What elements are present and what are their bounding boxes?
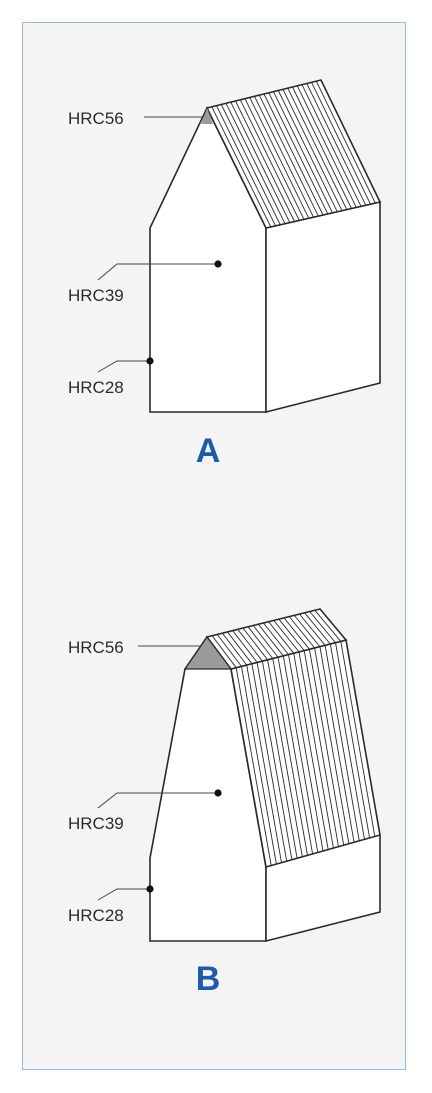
hatch-line — [258, 624, 284, 657]
hatch-line — [263, 622, 289, 655]
hatch-line — [227, 631, 253, 664]
hatch-line — [314, 610, 342, 642]
hatch-line — [247, 626, 274, 659]
hatch-line — [311, 82, 371, 205]
hatch-line — [268, 92, 329, 215]
label-base-b: HRC28 — [68, 906, 124, 925]
hatch-line — [249, 97, 310, 219]
hatch-line — [254, 96, 314, 218]
hatch-line — [272, 658, 308, 856]
hatch-line — [261, 661, 298, 859]
label-middle-b: HRC39 — [68, 814, 124, 833]
hatch-line — [304, 612, 331, 645]
hatch-line — [282, 655, 319, 853]
hatch-line — [239, 99, 300, 221]
hatch-line — [277, 90, 338, 212]
hatch-line — [216, 634, 242, 667]
leader-middle-a — [97, 263, 218, 281]
figure-letter-b: B — [196, 960, 221, 998]
roof-hatching-a — [211, 81, 376, 228]
hatch-line — [258, 95, 319, 217]
hardening-boundary-b — [265, 834, 381, 868]
hatch-line — [242, 627, 268, 661]
side-hatching-b — [211, 610, 376, 866]
hatch-line — [299, 613, 326, 646]
point-middle-a — [214, 260, 222, 268]
hatch-line — [252, 625, 279, 658]
leader-base-a — [97, 360, 150, 373]
hatch-line — [244, 98, 305, 220]
hatch-line — [293, 615, 321, 647]
hatch-line — [251, 663, 288, 862]
hatch-line — [237, 629, 263, 662]
hatch-line — [293, 653, 329, 850]
hardened-tip-a — [201, 108, 213, 124]
hatch-line — [340, 641, 376, 837]
hatch-line — [303, 650, 339, 847]
side-face-a — [265, 200, 381, 414]
hatch-line — [288, 654, 324, 852]
hatch-line — [211, 635, 237, 668]
hatch-line — [267, 659, 303, 857]
hatch-line — [324, 645, 360, 841]
hatch-line — [273, 620, 300, 653]
figure-b — [149, 608, 381, 943]
hatch-line — [292, 86, 352, 209]
hatch-line — [298, 651, 334, 849]
hatch-line — [283, 617, 310, 650]
hatch-line — [315, 81, 376, 204]
hatch-line — [287, 88, 348, 210]
hatch-line — [268, 621, 295, 654]
hatch-line — [278, 618, 305, 651]
point-base-b — [146, 885, 154, 893]
hatch-line — [306, 83, 367, 206]
hatch-line — [235, 100, 295, 222]
hatch-line — [225, 103, 286, 224]
hatch-line — [329, 643, 365, 840]
leader-base-b — [97, 888, 150, 901]
hatch-line — [314, 647, 350, 844]
hatch-line — [277, 657, 314, 854]
figure-letter-a: A — [196, 432, 221, 470]
label-middle-a: HRC39 — [68, 286, 124, 305]
figure-a — [149, 79, 382, 414]
hatch-line — [211, 106, 272, 228]
hatch-line — [282, 89, 343, 211]
leaders-b — [97, 645, 218, 901]
point-middle-b — [214, 789, 222, 797]
hatch-line — [288, 616, 315, 649]
hatch-line — [230, 102, 291, 223]
leaders-a — [97, 116, 218, 373]
hatch-line — [246, 664, 282, 863]
hatch-line — [263, 93, 324, 216]
hatch-line — [256, 662, 293, 860]
hatch-line — [335, 642, 371, 838]
hatch-line — [308, 649, 345, 846]
hatch-line — [309, 611, 336, 643]
hatch-line — [241, 666, 277, 865]
hatch-line — [319, 646, 355, 843]
hatch-line — [273, 91, 333, 213]
hatch-line — [301, 84, 362, 207]
leader-middle-b — [97, 792, 218, 809]
label-tip-a: HRC56 — [68, 109, 124, 128]
hatch-line — [220, 104, 281, 225]
hatch-line — [235, 667, 272, 866]
point-base-a — [146, 357, 154, 365]
hatch-line — [296, 85, 357, 208]
hatch-line — [232, 630, 258, 663]
hardened-tip-b — [183, 635, 233, 670]
label-tip-b: HRC56 — [68, 638, 124, 657]
label-base-a: HRC28 — [68, 378, 124, 397]
hatch-line — [222, 632, 248, 666]
hatch-line — [216, 105, 276, 226]
